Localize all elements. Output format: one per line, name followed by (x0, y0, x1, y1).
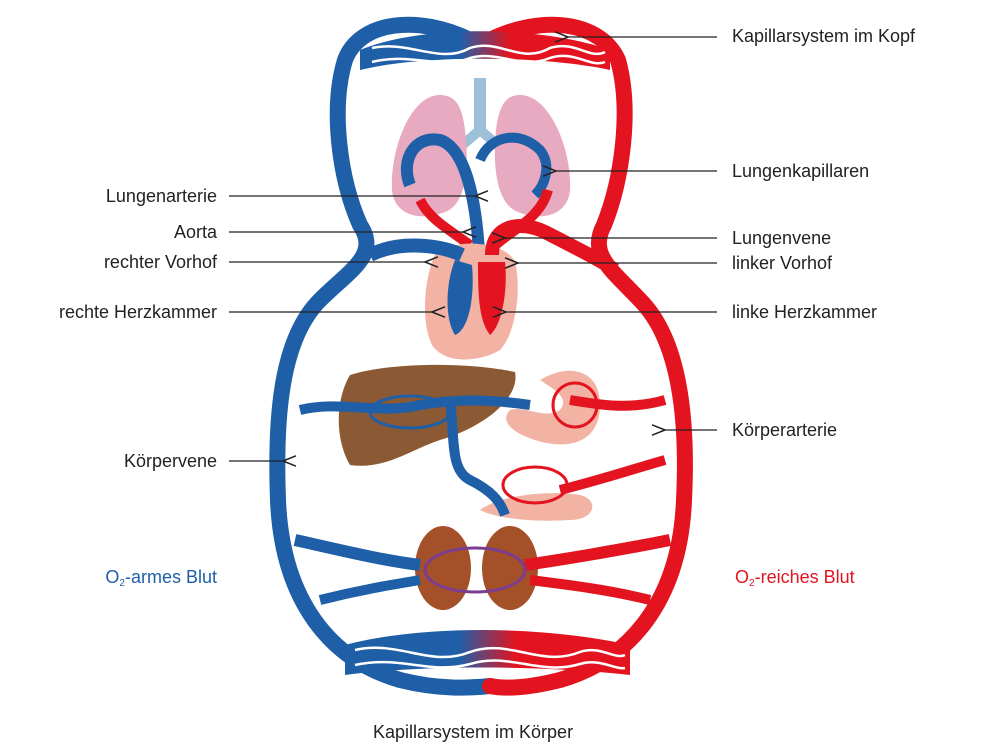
label-lung-capillaries: Lungenkapillaren (732, 161, 869, 181)
label-pulmonary-artery: Lungenarterie (106, 186, 217, 206)
left-kidney (415, 526, 471, 610)
legend-deoxygenated: O2-armes Blut (105, 567, 217, 594)
label-body-vein: Körpervene (124, 451, 217, 471)
right-lung (495, 95, 570, 216)
label-left-atrium: linker Vorhof (732, 253, 832, 273)
liver (339, 365, 516, 466)
heart (370, 226, 615, 360)
label-aorta: Aorta (174, 222, 217, 242)
label-body-artery: Körperarterie (732, 420, 837, 440)
label-capillaries-head: Kapillarsystem im Kopf (732, 26, 915, 46)
label-pulmonary-vein: Lungenvene (732, 228, 831, 248)
label-capillaries-body: Kapillarsystem im Körper (373, 722, 573, 742)
body-capillary-net (345, 630, 630, 675)
legend-oxygenated: O2-reiches Blut (735, 567, 855, 594)
label-right-ventricle: rechte Herzkammer (59, 302, 217, 322)
label-left-ventricle: linke Herzkammer (732, 302, 877, 322)
label-right-atrium: rechter Vorhof (104, 252, 217, 272)
